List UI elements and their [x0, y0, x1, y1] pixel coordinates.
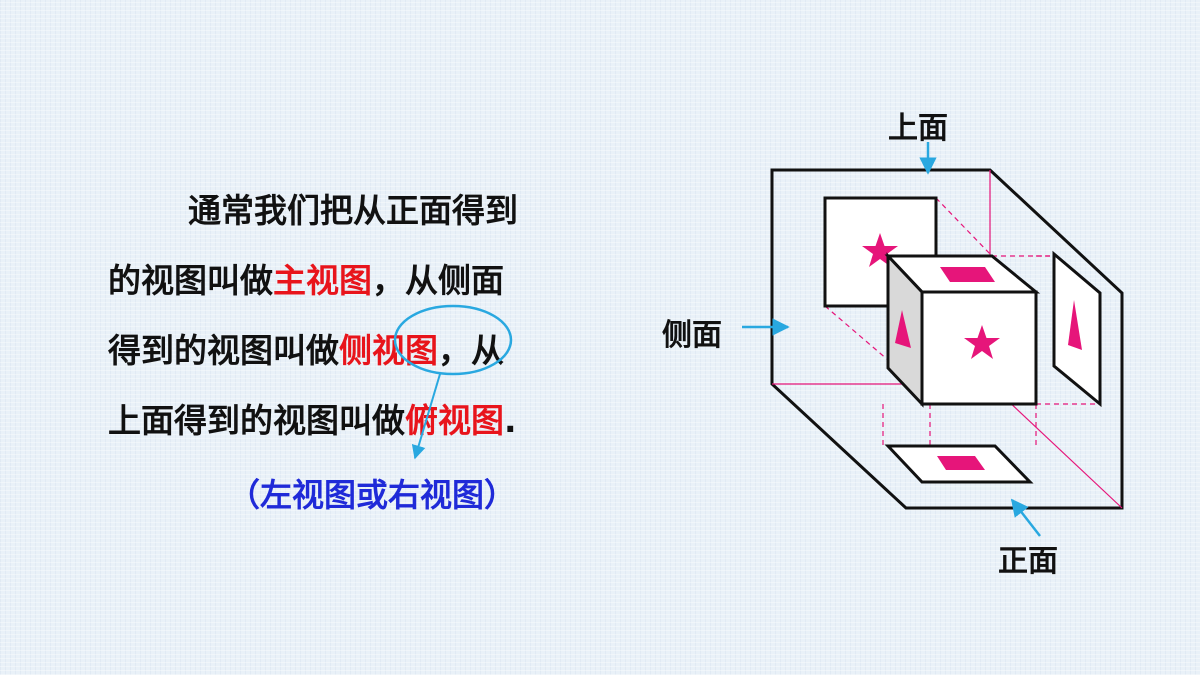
callout-arrow	[411, 373, 441, 460]
text-line2-a: 的视图叫做	[108, 261, 273, 300]
paragraph-line-3: 得到的视图叫做侧视图，从	[108, 316, 628, 386]
paragraph-line-1: 通常我们把从正面得到	[108, 176, 628, 246]
text-line3-a: 得到的视图叫做	[108, 331, 339, 370]
side-view-note: （左视图或右视图）	[228, 476, 517, 514]
text-line2-b: ，从侧面	[372, 261, 504, 300]
term-side-view: 侧视图	[339, 331, 438, 370]
label-front: 正面	[998, 544, 1058, 579]
projection-lines	[824, 197, 1100, 446]
label-side: 侧面	[662, 318, 722, 353]
paragraph-line-4: 上面得到的视图叫做俯视图.	[108, 386, 628, 456]
cube	[884, 252, 1041, 408]
arrow-front	[1010, 498, 1041, 537]
cube-side-shape	[895, 310, 911, 348]
front-view-star	[862, 233, 898, 267]
term-front-view: 主视图	[273, 261, 372, 300]
paragraph-line-2: 的视图叫做主视图，从侧面	[108, 246, 628, 316]
text-line4-a: 上面得到的视图叫做	[108, 401, 405, 440]
text-line1: 通常我们把从正面得到	[188, 191, 518, 230]
cube-front-star	[964, 325, 1000, 359]
top-view-shape	[937, 456, 985, 470]
highlight-ellipse	[393, 304, 513, 376]
definition-paragraph: 通常我们把从正面得到 的视图叫做主视图，从侧面 得到的视图叫做侧视图，从 上面得…	[108, 176, 628, 456]
label-top: 上面	[888, 111, 948, 146]
side-view-shape	[1068, 300, 1082, 350]
cube-top-shape	[940, 267, 995, 282]
text-line4-b: .	[504, 401, 517, 440]
